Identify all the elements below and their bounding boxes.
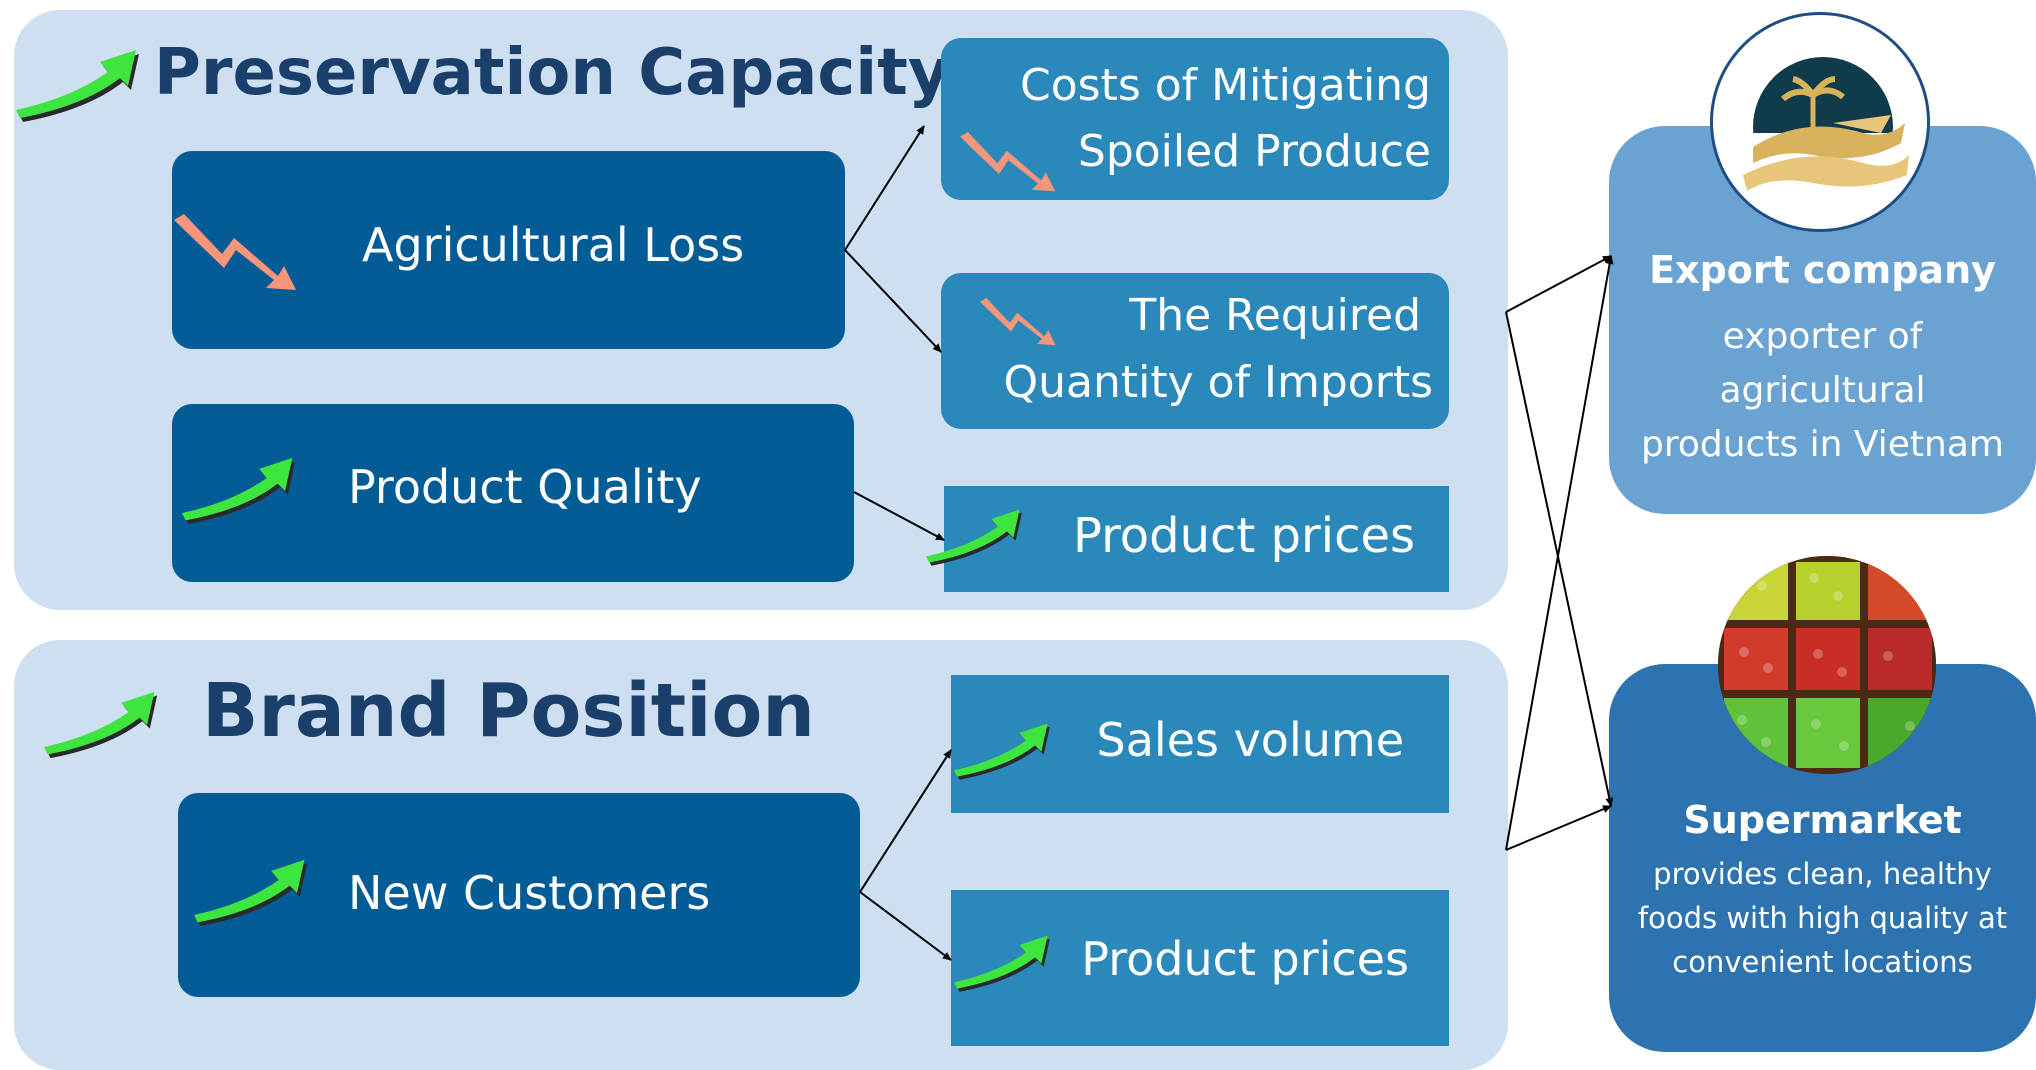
imports-label-line1: The Required: [1129, 290, 1421, 341]
agricultural-loss-box: Agricultural Loss: [172, 151, 845, 349]
product-prices-label-1: Product prices: [1073, 508, 1415, 564]
agricultural-loss-label: Agricultural Loss: [362, 218, 745, 272]
product-quality-label: Product Quality: [348, 460, 702, 514]
export-company-card: Export company exporter of agricultural …: [1609, 126, 2036, 514]
arrow-bottom-to-supermarket: [1505, 805, 1612, 851]
costs-label-line2: Spoiled Produce: [1077, 126, 1431, 177]
product-prices-box-1: Product prices: [944, 486, 1449, 592]
sales-volume-label: Sales volume: [1096, 713, 1404, 767]
export-company-logo: [1710, 12, 1930, 232]
sales-volume-box: Sales volume: [951, 675, 1449, 813]
product-prices-label-2: Product prices: [1081, 932, 1409, 986]
imports-box: The Required Quantity of Imports: [941, 273, 1449, 429]
supermarket-card: Supermarket provides clean, healthy food…: [1609, 664, 2036, 1052]
product-prices-box-2: Product prices: [951, 890, 1449, 1046]
arrow-top-to-export: [1505, 255, 1612, 313]
imports-label-line2: Quantity of Imports: [1003, 357, 1433, 408]
brand-title: Brand Position: [202, 668, 815, 754]
export-company-title: Export company: [1649, 248, 1996, 292]
costs-label-line1: Costs of Mitigating: [1020, 60, 1431, 111]
export-company-description: exporter of agricultural products in Vie…: [1641, 316, 2004, 465]
arrow-top-to-supermarket: [1505, 311, 1614, 807]
costs-box: Costs of Mitigating Spoiled Produce: [941, 38, 1449, 200]
supermarket-title: Supermarket: [1683, 798, 1962, 842]
new-customers-label: New Customers: [348, 866, 711, 920]
arrow-bottom-to-export: [1505, 255, 1614, 851]
supermarket-description: provides clean, healthy foods with high …: [1637, 857, 2008, 979]
new-customers-box: New Customers: [178, 793, 860, 997]
fruit-display-image: [1718, 556, 1936, 774]
preservation-title: Preservation Capacity: [154, 36, 950, 110]
product-quality-box: Product Quality: [172, 404, 854, 582]
